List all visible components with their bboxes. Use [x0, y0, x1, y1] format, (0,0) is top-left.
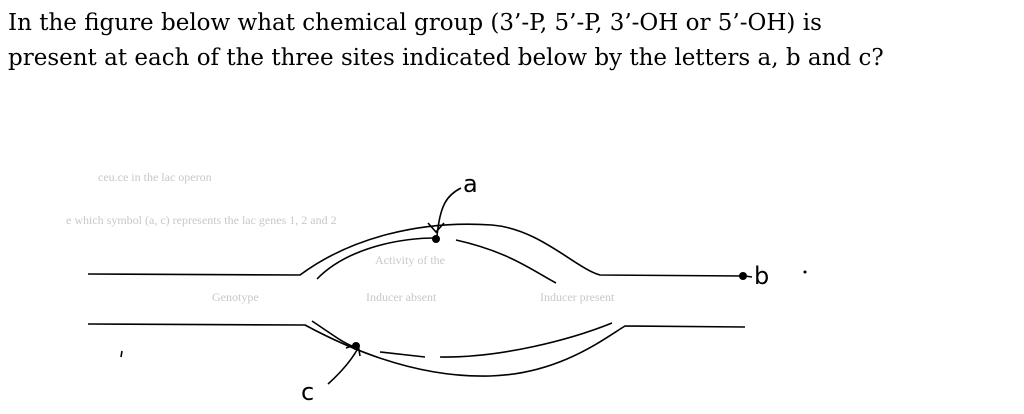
top-parental-strand: [87, 223, 746, 277]
bleed-text-5: Inducer absent: [366, 290, 437, 304]
site-a-dot: [432, 235, 440, 243]
stray-mark-left: [120, 350, 123, 358]
label-b: b: [754, 262, 769, 290]
bleed-text-4: Genotype: [212, 290, 259, 304]
bleed-text-3: Activity of the: [375, 253, 445, 267]
stray-dot-right: [803, 270, 807, 274]
bleed-text-2: e which symbol (a, c) represents the lac…: [66, 213, 337, 227]
pointer-a-arrowhead: [427, 222, 445, 234]
question-text: In the figure below what chemical group …: [8, 6, 1008, 76]
question-line-2: present at each of the three sites indic…: [8, 45, 884, 71]
upper-new-strand-left: [316, 237, 437, 280]
bottom-parental-strand: [87, 323, 746, 377]
bleed-text-1: ceu.ce in the lac operon: [98, 170, 212, 184]
pointer-c: [327, 349, 358, 385]
lower-new-strand-dash: [379, 351, 426, 358]
site-b-dot: [739, 272, 747, 280]
upper-new-strand-right: [455, 239, 557, 284]
label-a: a: [463, 170, 478, 198]
lower-new-strand-left: [311, 320, 353, 347]
lower-new-strand-right: [439, 322, 613, 358]
site-c-dot: [352, 342, 360, 350]
pointer-a: [436, 187, 462, 237]
bleed-through-text: ceu.ce in the lac operon e which symbol …: [66, 170, 615, 304]
bleed-text-6: Inducer present: [540, 290, 615, 304]
question-line-1: In the figure below what chemical group …: [8, 10, 822, 36]
label-c: c: [301, 378, 314, 406]
